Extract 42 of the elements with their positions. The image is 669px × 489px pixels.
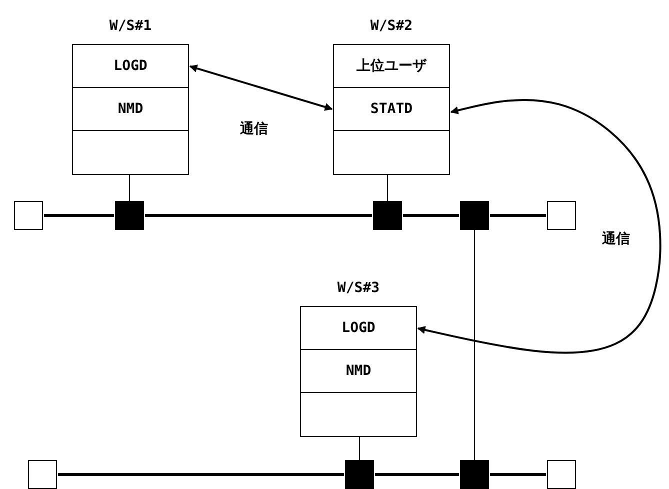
workstation-name: W/S#2 <box>369 17 414 36</box>
process-cell <box>333 86 450 132</box>
bus-terminator <box>547 201 576 230</box>
process-name: STATD <box>370 101 413 118</box>
process-cell <box>300 306 417 351</box>
network-bus <box>145 214 372 217</box>
process-name: NMD <box>346 363 372 380</box>
empty-cell <box>72 130 189 176</box>
process-cell <box>72 44 189 89</box>
empty-cell <box>300 392 417 438</box>
bus-tap <box>460 201 489 230</box>
bus-tap <box>345 460 374 489</box>
workstation-name: W/S#1 <box>108 17 153 36</box>
connector-line <box>359 436 360 460</box>
workstation-name: W/S#3 <box>336 279 381 298</box>
process-cell <box>300 348 417 394</box>
empty-cell <box>333 130 450 176</box>
process-cell <box>333 44 450 89</box>
edge-label: 通信 <box>238 120 270 138</box>
network-bus <box>403 214 459 217</box>
connector-line <box>129 174 130 202</box>
network-bus <box>58 473 344 476</box>
bus-terminator <box>547 460 576 489</box>
connector-line <box>474 230 475 460</box>
edge-label: 通信 <box>600 230 632 248</box>
bus-terminator <box>28 460 57 489</box>
arrow <box>189 64 333 111</box>
process-name: NMD <box>118 101 144 118</box>
connector-line <box>387 174 388 202</box>
bus-tap <box>115 201 144 230</box>
arrow <box>417 99 662 354</box>
network-bus <box>490 214 546 217</box>
network-bus <box>375 473 459 476</box>
network-bus <box>44 214 114 217</box>
process-cell <box>72 86 189 132</box>
bus-terminator <box>14 201 43 230</box>
network-bus <box>490 473 546 476</box>
process-name: LOGD <box>342 320 376 336</box>
process-name: 上位ユーザ <box>356 57 426 76</box>
process-name: LOGD <box>114 58 148 74</box>
bus-tap <box>373 201 402 230</box>
bus-tap <box>460 460 489 489</box>
